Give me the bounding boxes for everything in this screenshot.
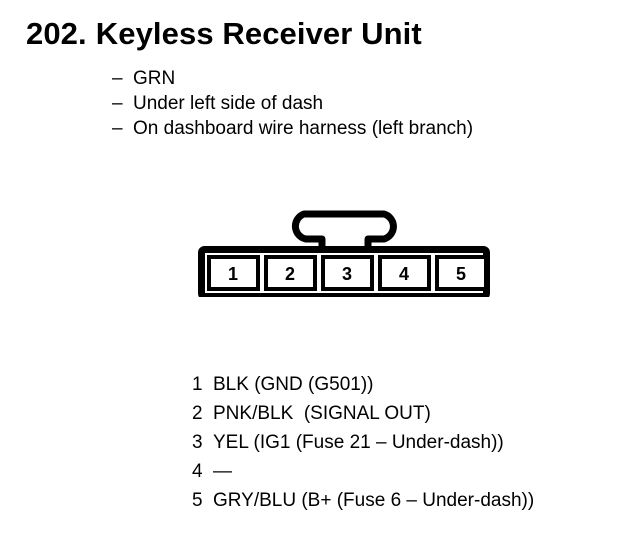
legend-pin-number: 2 bbox=[192, 403, 203, 424]
legend-pin-number: 1 bbox=[192, 374, 203, 395]
legend-pin-number: 5 bbox=[192, 490, 203, 511]
legend-row: 2 PNK/BLK (SIGNAL OUT) bbox=[192, 399, 622, 428]
pin-legend: 1 BLK (GND (G501)) 2 PNK/BLK (SIGNAL OUT… bbox=[192, 370, 622, 515]
description-text: Under left side of dash bbox=[133, 93, 324, 114]
legend-pin-description: GRY/BLU (B+ (Fuse 6 – Under-dash)) bbox=[213, 490, 535, 511]
bullet-dash-icon: – bbox=[112, 93, 123, 114]
connector-pin-label-3: 3 bbox=[342, 264, 352, 284]
legend-pin-description: PNK/BLK (SIGNAL OUT) bbox=[213, 403, 431, 424]
legend-pin-description: BLK (GND (G501)) bbox=[213, 374, 374, 395]
legend-pin-number: 3 bbox=[192, 432, 203, 453]
description-item: – On dashboard wire harness (left branch… bbox=[112, 116, 612, 141]
legend-row: 1 BLK (GND (G501)) bbox=[192, 370, 622, 399]
legend-row: 5 GRY/BLU (B+ (Fuse 6 – Under-dash)) bbox=[192, 486, 622, 515]
legend-row: 4 — bbox=[192, 457, 622, 486]
connector-pin-label-1: 1 bbox=[228, 264, 238, 284]
connector-pin-label-4: 4 bbox=[399, 264, 409, 284]
description-item: – GRN bbox=[112, 66, 612, 91]
section-number: 202. bbox=[26, 16, 87, 51]
section-title: Keyless Receiver Unit bbox=[95, 16, 422, 51]
legend-pin-description: — bbox=[213, 461, 232, 482]
page-title: 202.Keyless Receiver Unit bbox=[26, 15, 422, 53]
description-item: – Under left side of dash bbox=[112, 91, 612, 116]
legend-pin-description: YEL (IG1 (Fuse 21 – Under-dash)) bbox=[213, 432, 504, 453]
bullet-dash-icon: – bbox=[112, 118, 123, 139]
description-list: – GRN – Under left side of dash – On das… bbox=[112, 66, 612, 141]
connector-pin-label-5: 5 bbox=[456, 264, 466, 284]
description-text: On dashboard wire harness (left branch) bbox=[133, 118, 474, 139]
connector-pin-cells bbox=[207, 255, 488, 291]
connector-pin-label-2: 2 bbox=[285, 264, 295, 284]
legend-pin-number: 4 bbox=[192, 461, 203, 482]
bullet-dash-icon: – bbox=[112, 68, 123, 89]
connector-latch-tab bbox=[291, 210, 397, 255]
connector-diagram: 1 2 3 4 5 bbox=[198, 207, 490, 297]
description-text: GRN bbox=[133, 68, 176, 89]
legend-row: 3 YEL (IG1 (Fuse 21 – Under-dash)) bbox=[192, 428, 622, 457]
